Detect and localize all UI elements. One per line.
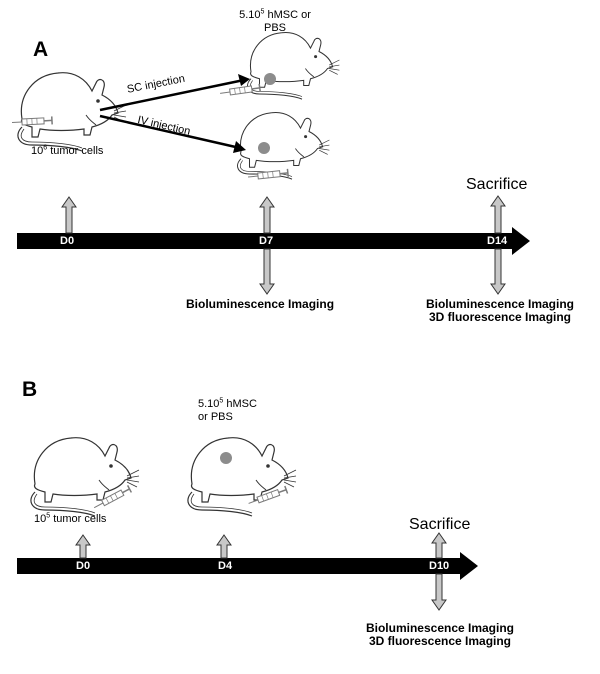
panel-b-letter: B	[22, 378, 38, 401]
timeline-b-arrow	[17, 552, 478, 580]
panel-a-imaging-d7: Bioluminescence Imaging	[186, 297, 335, 311]
event-arrow-a-d14	[490, 195, 506, 295]
panel-a-day-d0: D0	[60, 235, 75, 247]
mouse-b-d0-icon	[30, 437, 140, 517]
panel-a-letter: A	[33, 38, 49, 61]
mouse-a-iv-icon	[237, 112, 330, 180]
panel-a-day-d7: D7	[259, 235, 274, 247]
panel-b-day-d10: D10	[429, 560, 450, 572]
panel-a-sacrifice-label: Sacrifice	[466, 176, 528, 193]
event-arrow-a-d7	[259, 196, 275, 295]
timeline-a-arrow	[17, 227, 530, 255]
panel-a-imaging-d14: Bioluminescence Imaging 3D fluorescence …	[425, 297, 575, 324]
mouse-a-sc-icon	[247, 32, 340, 100]
tumor-dot-a-sc	[264, 73, 276, 85]
event-arrow-a-d0	[61, 196, 77, 234]
event-arrow-b-d10	[431, 532, 447, 611]
panel-a-cells-label: 106 tumor cells	[31, 144, 104, 157]
event-arrow-b-d4	[216, 534, 232, 559]
panel-b-day-d0: D0	[76, 560, 91, 572]
sc-injection-arrow	[99, 74, 250, 112]
tumor-dot-b	[220, 452, 232, 464]
iv-injection-arrow	[99, 114, 246, 153]
event-arrow-b-d0	[75, 534, 91, 559]
panel-b-treatment-label: 5.105 hMSC or PBS	[198, 397, 257, 423]
panel-b-sacrifice-label: Sacrifice	[409, 516, 471, 533]
tumor-dot-a-iv	[258, 142, 270, 154]
panel-a-day-d14: D14	[487, 235, 508, 247]
mouse-b-d4-icon	[187, 437, 297, 517]
panel-a-treatment-label: 5.105 hMSC or PBS	[239, 8, 311, 34]
panel-b-cells-label: 105 tumor cells	[34, 512, 107, 525]
panel-b-day-d4: D4	[218, 560, 233, 572]
mouse-a-d0-icon	[17, 72, 127, 152]
panel-b-imaging-label: Bioluminescence Imaging 3D fluorescence …	[365, 621, 515, 648]
syringe-a-iv-icon	[246, 168, 290, 182]
